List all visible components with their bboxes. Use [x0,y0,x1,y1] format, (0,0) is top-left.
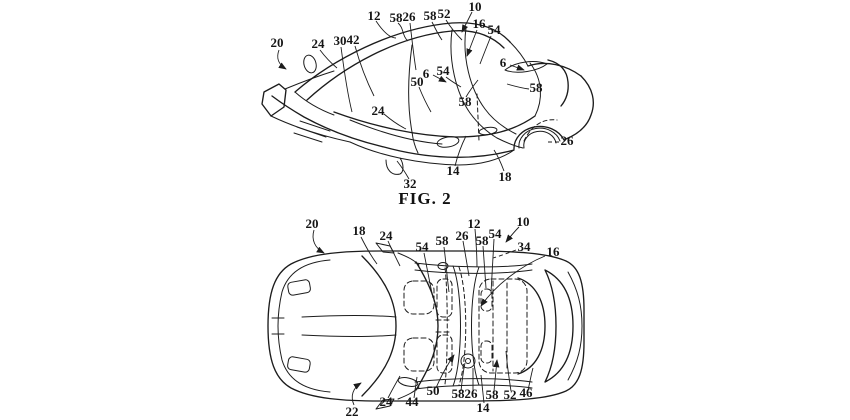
ref-numeral-20: 20 [306,216,319,231]
car-body-perspective-art [261,22,594,175]
ref-numeral-34: 34 [518,239,532,254]
ref-numeral-58: 58 [486,387,500,402]
ref-numeral-58: 58 [436,233,450,248]
ref-numeral-46: 46 [520,385,534,400]
ref-numeral-22: 22 [346,404,359,419]
ref-numeral-24: 24 [380,394,394,409]
ref-numeral-16: 16 [473,16,487,31]
ref-numeral-20: 20 [271,35,284,50]
ref-numeral-10: 10 [469,0,482,14]
ref-numeral-24: 24 [372,103,386,118]
ref-numeral-24: 24 [380,228,394,243]
ref-numeral-54: 54 [488,22,502,37]
car-body-top-art [267,242,585,410]
ref-numeral-16: 16 [547,244,561,259]
ref-numeral-44: 44 [406,394,420,409]
ref-numeral-18: 18 [499,169,513,184]
ref-numeral-58: 58 [459,94,473,109]
ref-numeral-42: 42 [347,32,360,47]
ref-numeral-50: 50 [427,383,440,398]
top-view-leader-lines [312,226,546,406]
ref-numeral-26: 26 [456,228,470,243]
ref-numeral-58: 58 [476,233,490,248]
ref-numeral-58: 58 [424,8,438,23]
ref-numeral-54: 54 [437,63,451,78]
ref-numeral-10: 10 [517,214,530,229]
ref-numeral-30: 30 [334,33,347,48]
perspective-leader-lines [277,11,559,180]
ref-numeral-52: 52 [438,6,451,21]
ref-numeral-24: 24 [312,36,326,51]
ref-numeral-58: 58 [390,10,404,25]
figure-top-view: 2018245458261258541034162224445058261458… [267,214,585,419]
ref-numeral-52: 52 [504,387,517,402]
figure-caption: FIG. 2 [398,189,452,208]
ref-numeral-54: 54 [416,239,430,254]
ref-numeral-58: 58 [530,80,544,95]
ref-numeral-26: 26 [465,386,479,401]
ref-numeral-14: 14 [477,400,491,415]
ref-numeral-6: 6 [500,55,507,70]
ref-numeral-12: 12 [468,216,481,231]
ref-numeral-12: 12 [368,8,381,23]
ref-numeral-26: 26 [403,9,417,24]
ref-numeral-58: 58 [452,386,466,401]
ref-numeral-50: 50 [411,74,424,89]
ref-numeral-18: 18 [353,223,367,238]
ref-numeral-32: 32 [404,176,417,191]
ref-numeral-14: 14 [447,163,461,178]
ref-numeral-26: 26 [561,133,575,148]
figure-perspective-view: 2024304212582658521016546545058658242614… [261,0,594,191]
ref-numeral-6: 6 [423,66,430,81]
ref-numeral-54: 54 [489,226,503,241]
